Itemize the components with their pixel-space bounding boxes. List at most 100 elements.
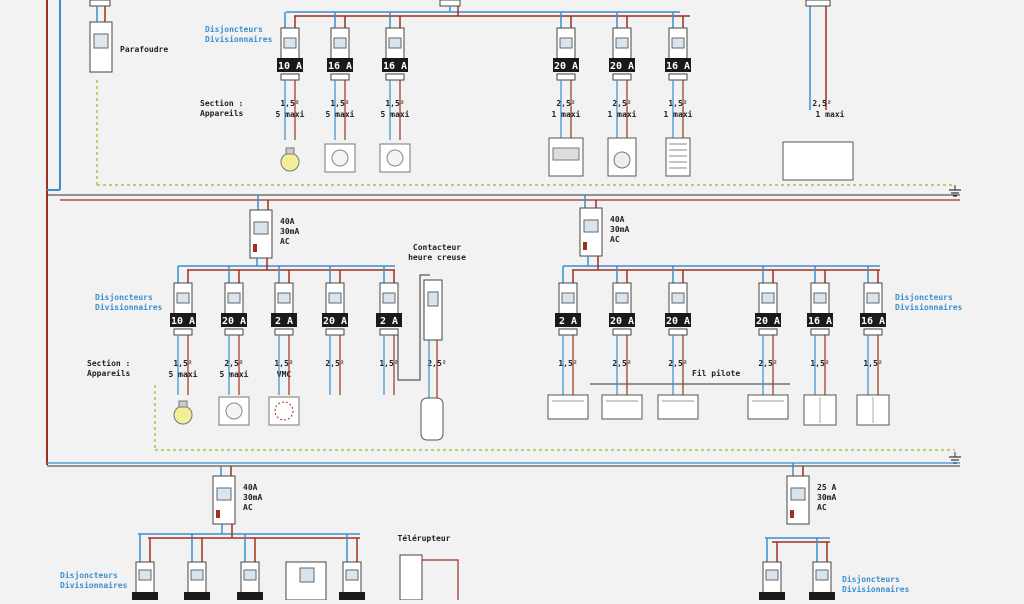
row3-breaker-1-rating-bg [184,592,210,600]
row2a-breaker-3-rating-bg [322,313,348,327]
row1-appareils-1: 5 maxi [326,109,355,119]
rcd-2-type: AC [610,235,620,244]
row2b-disj-label-1: Disjoncteurs [895,292,953,302]
row1-breaker-3-base [556,73,576,81]
fil-pilote-label: Fil pilote [692,368,740,378]
telerupteur-module [399,554,423,601]
row2a-appareils-0: 5 maxi [169,369,198,379]
row2b-breaker-4-rating: 16 A [808,316,832,327]
row2a-breaker-0-toggle [176,292,190,304]
row2a-breaker-1-toggle [227,292,241,304]
row1-section-label: Section : [200,98,243,108]
contacteur-module [423,279,443,341]
row2b-breaker-4-base [810,328,830,336]
row3-breaker-2-rating-bg [237,592,263,600]
row2a-breaker-3-toggle [328,292,342,304]
row2a-breaker-4-toggle [382,292,396,304]
row1-breaker-2-rating-bg [382,58,408,72]
row1-breaker-2-toggle [388,37,402,49]
row2a-breaker-0-rating: 10 A [171,316,195,327]
row1-breaker-0-base [280,73,300,81]
telerupteur-wire [422,559,459,600]
rcd-4-toggle [790,487,806,501]
row2a-section-1: 2,5² [224,359,243,368]
row2a-section-4: 1,5² [379,359,398,368]
row2a-breaker-2-toggle [277,292,291,304]
row2b-breaker-1-toggle [615,292,629,304]
row1-disj-label-1: Disjoncteurs [205,24,263,34]
row3-breaker-0-toggle [138,569,152,581]
rcd-4-test [790,510,794,518]
row1-device-4-washer-door [613,151,631,169]
row1-section-1: 1,5² [330,99,349,108]
water-heater-icon [420,397,444,441]
row2b-breaker-5-toggle [866,292,880,304]
row2a-breaker-4-rating: 2 A [380,316,398,327]
row1-breaker-3-rating: 20 A [554,61,578,72]
row3b-breaker-1-toggle [815,569,829,581]
row1-breaker-5-rating-bg [665,58,691,72]
row1-device-3-oven-window [552,147,580,161]
row2b-section-4: 1,5² [810,359,829,368]
row2b-device-0-heater-icon [547,394,589,420]
row2b-breaker-3-toggle [761,292,775,304]
row2a-device-2-vmc-icon [268,396,300,426]
row1-breaker-5-toggle [671,37,685,49]
row2b-breaker-5-rating: 16 A [861,316,885,327]
row2b-section-0: 1,5² [558,359,577,368]
rcd-1-toggle [253,221,269,235]
row2b-breaker-0-base [558,328,578,336]
row2b-breaker-1-rating-bg [609,313,635,327]
row2a-appareils-1: 5 maxi [220,369,249,379]
row1-section-3: 2,5² [556,99,575,108]
row1-breaker-5-base [668,73,688,81]
row1-device-2-socket-ring [386,149,404,167]
row2a-breaker-0-base [173,328,193,336]
row2a-breaker-2-base [274,328,294,336]
rcd-4-rating: 25 A [817,483,836,492]
telerupteur-label: Télérupteur [398,533,451,543]
row1-breaker-4-rating: 20 A [610,61,634,72]
row2b-section-1: 2,5² [612,359,631,368]
row1-breaker-3-rating-bg [553,58,579,72]
row1-section-4: 2,5² [612,99,631,108]
row1-breaker-2-rating: 16 A [383,61,407,72]
row2b-breaker-2-toggle [671,292,685,304]
row2b-device-2-heater-icon [657,394,699,420]
top-module-right [805,0,831,7]
row1-section-0: 1,5² [280,99,299,108]
row1-appareils-2: 5 maxi [381,109,410,119]
parafoudre-window [93,33,109,49]
row1-breaker-0-toggle [283,37,297,49]
row1-appareils-4: 1 maxi [608,109,637,119]
row2b-breaker-5-base [863,328,883,336]
row2a-disj-label-1: Disjoncteurs [95,292,153,302]
rcd-3-type: AC [243,503,253,512]
rcd-1-rating: 40A [280,217,295,226]
row1-extra-device-panel-icon [782,141,854,181]
row2b-breaker-3-base [758,328,778,336]
row1-breaker-1-rating: 16 A [328,61,352,72]
row2b-breaker-2-base [668,328,688,336]
row2a-device-0-lamp-base [178,400,188,408]
row1-appareils-3: 1 maxi [552,109,581,119]
row2b-breaker-0-toggle [561,292,575,304]
row1-extra-section: 2,5² [812,99,831,108]
row2b-section-5: 1,5² [863,359,882,368]
row2a-breaker-3-base [325,328,345,336]
row2b-breaker-1-rating: 20 A [610,316,634,327]
contacteur-window [427,291,439,307]
row2a-breaker-1-base [224,328,244,336]
row3-disj-label-2: Divisionnaires [60,580,128,590]
row1-disj-label-2: Divisionnaires [205,34,273,44]
row2a-appareils-2: VMC [277,370,292,379]
row2a-section-2: 1,5² [274,359,293,368]
top-module-left [89,0,111,7]
row2a-breaker-2-rating: 2 A [275,316,293,327]
row1-appareils-label: Appareils [200,108,244,118]
row2b-breaker-3-rating: 20 A [756,316,780,327]
rcd-3-sensitivity: 30mA [243,493,262,502]
contacteur-label-1: Contacteur [413,243,461,252]
